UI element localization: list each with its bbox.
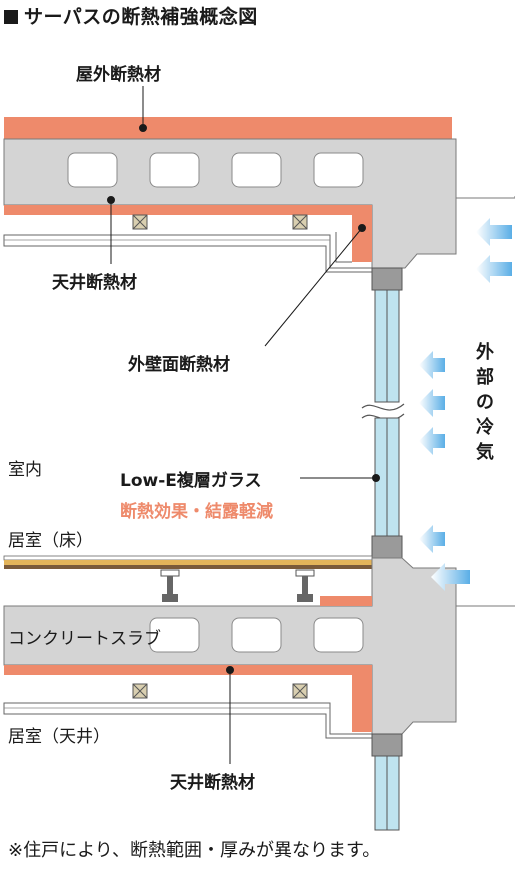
leader-lines — [107, 86, 380, 764]
glass-pane-bottom — [374, 755, 400, 831]
label-outdoor-insulation: 屋外断熱材 — [76, 65, 161, 85]
label-room-ceiling: 居室（天井） — [8, 727, 110, 747]
label-indoor: 室内 — [8, 460, 42, 480]
floor-finish — [3, 555, 373, 569]
floor-supports — [160, 569, 315, 602]
label-ceiling-insulation-lower: 天井断熱材 — [170, 773, 255, 793]
ceiling-insulation-upper — [4, 205, 372, 262]
glass-pane-upper — [374, 289, 400, 403]
title-text: サーパスの断熱補強概念図 — [24, 6, 258, 28]
label-ceiling-insulation-upper: 天井断熱材 — [52, 273, 137, 293]
label-exterior-wall-insulation: 外壁面断熱材 — [128, 355, 230, 375]
upper-ceiling-board — [3, 234, 373, 273]
diagram-title: サーパスの断熱補強概念図 — [4, 2, 258, 29]
outdoor-insulation-layer — [4, 117, 452, 139]
label-glass: Low-E複層ガラス — [120, 471, 262, 491]
label-outside-cold: 外部の冷気 — [476, 342, 494, 463]
lower-upper-window-frame — [371, 733, 403, 757]
ceiling-insulation-lower — [4, 665, 372, 732]
label-concrete-slab: コンクリートスラブ — [8, 629, 161, 649]
upper-slab-voids — [67, 152, 364, 188]
label-room-floor: 居室（床） — [8, 531, 93, 551]
lower-ceiling-hangers — [132, 683, 308, 699]
cold-air-arrows — [419, 218, 512, 591]
title-square-icon — [4, 10, 18, 24]
footnote: ※住戸により、断熱範囲・厚みが異なります。 — [8, 840, 381, 861]
upper-ceiling-hangers — [132, 214, 308, 230]
floor-edge-insulation — [320, 596, 372, 606]
upper-window-frame — [371, 267, 403, 291]
label-glass-effect: 断熱効果・結露軽減 — [120, 502, 273, 522]
lower-slab-voids — [149, 617, 364, 653]
lower-window-frame — [371, 535, 403, 559]
